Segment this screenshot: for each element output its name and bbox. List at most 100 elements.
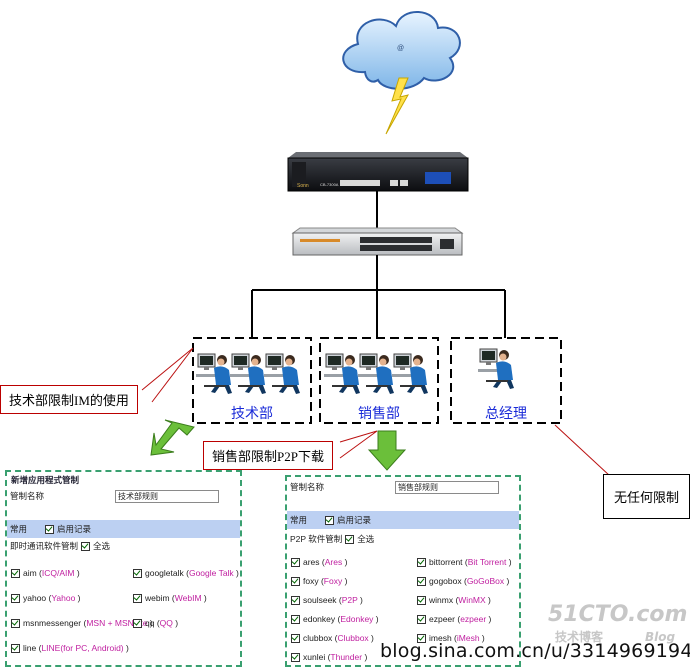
item-checkbox[interactable] (11, 594, 20, 604)
tech-policy-panel: 新增应用程式管制 管制名称 技术部规则 常用 启用记录 即时通讯软件管制 全选 … (5, 470, 242, 667)
item-checkbox[interactable] (291, 558, 300, 568)
checklist-item[interactable]: msnmessenger (MSN + MSNLite ) (11, 618, 153, 629)
item-checkbox[interactable] (417, 558, 426, 568)
sales-person-icon (392, 353, 428, 394)
item-name: ezpeer ( (429, 614, 461, 624)
tech-person-icon (230, 353, 266, 394)
tech-callout-pointer (141, 347, 194, 403)
item-name: qq ( (145, 618, 160, 628)
checklist-item[interactable]: edonkey (Edonkey ) (291, 614, 379, 625)
sales-person-icon (324, 353, 360, 394)
enable-log-label: 启用记录 (57, 524, 92, 534)
tech-callout: 技术部限制IM的使用 (0, 385, 138, 414)
select-all-label: 全选 (93, 541, 111, 551)
item-name: gogobox ( (429, 576, 467, 586)
category-label: P2P 软件管制 (290, 534, 343, 544)
item-checkbox[interactable] (291, 653, 300, 663)
select-all-checkbox[interactable] (345, 534, 355, 544)
svg-text:Sonn: Sonn (297, 183, 309, 189)
item-alias: Thunder (330, 652, 363, 662)
checklist-item[interactable]: imesh (iMesh ) (417, 633, 485, 644)
item-alias: Edonkey (340, 614, 374, 624)
name-label: 管制名称 (290, 482, 325, 492)
rule-name-input[interactable]: 销售部规则 (395, 481, 499, 494)
source-url: blog.sina.com.cn/u/3314969194 (380, 640, 690, 662)
checklist-item[interactable]: winmx (WinMX ) (417, 595, 491, 606)
checklist-item[interactable]: clubbox (Clubbox ) (291, 633, 374, 644)
sales-group-box (319, 337, 439, 424)
sales-arrow-icon (367, 430, 407, 471)
item-name: ares ( (303, 557, 325, 567)
watermark-blog: Blog (645, 630, 676, 644)
enable-log-label: 启用记录 (337, 515, 372, 525)
tab-common[interactable]: 常用 (290, 515, 308, 525)
item-alias: Ares (324, 557, 343, 567)
checklist-item[interactable]: bittorrent (Bit Torrent ) (417, 557, 512, 568)
item-name: webim ( (145, 593, 175, 603)
checklist-item[interactable]: qq (QQ ) (133, 618, 178, 629)
item-name: bittorrent ( (429, 557, 468, 567)
checklist-item[interactable]: aim (ICQ/AIM ) (11, 568, 80, 579)
gm-person-icon (478, 348, 514, 389)
checklist-item[interactable]: gogobox (GoGoBox ) (417, 576, 509, 587)
item-alias: Bit Torrent (467, 557, 507, 567)
tech-person-icon (264, 353, 300, 394)
tab-common[interactable]: 常用 (10, 524, 28, 534)
distribution-lines (251, 255, 506, 338)
item-alias: Google Talk (188, 568, 234, 578)
checklist-item[interactable]: foxy (Foxy ) (291, 576, 347, 587)
panel-title: 新增应用程式管制 (11, 475, 80, 485)
item-alias: iMesh (456, 633, 480, 643)
item-alias: Clubbox (337, 633, 369, 643)
item-alias: ezpeer (460, 614, 487, 624)
item-alias: WebIM (174, 593, 202, 603)
item-checkbox[interactable] (11, 644, 20, 654)
gm-callout: 无任何限制 (603, 474, 690, 519)
category-label: 即时通讯软件管制 (10, 541, 79, 551)
checklist-item[interactable]: xunlei (Thunder ) (291, 652, 367, 663)
item-checkbox[interactable] (417, 577, 426, 587)
checklist-item[interactable]: webim (WebIM ) (133, 593, 207, 604)
checklist-item[interactable]: ezpeer (ezpeer ) (417, 614, 491, 625)
item-alias: Yahoo (51, 593, 76, 603)
item-name: xunlei ( (303, 652, 331, 662)
item-checkbox[interactable] (291, 596, 300, 606)
item-checkbox[interactable] (11, 569, 20, 579)
checklist-item[interactable]: line (LINE(for PC, Android) ) (11, 643, 129, 654)
sales-callout-pointer (339, 430, 378, 459)
item-checkbox[interactable] (291, 634, 300, 644)
item-checkbox[interactable] (417, 615, 426, 625)
checklist-item[interactable]: yahoo (Yahoo ) (11, 593, 81, 604)
watermark-logo: 51CTO.com (548, 602, 688, 627)
item-alias: QQ (159, 618, 173, 628)
checklist-item[interactable]: soulseek (P2P ) (291, 595, 363, 606)
checklist-item[interactable]: ares (Ares ) (291, 557, 347, 568)
enable-log-checkbox[interactable] (45, 525, 55, 535)
item-name: foxy ( (303, 576, 324, 586)
sales-callout: 销售部限制P2P下载 (203, 441, 333, 470)
item-checkbox[interactable] (133, 594, 142, 604)
select-all-checkbox[interactable] (81, 541, 91, 551)
item-checkbox[interactable] (291, 615, 300, 625)
item-checkbox[interactable] (417, 634, 426, 644)
item-checkbox[interactable] (291, 577, 300, 587)
item-alias: MSN + MSNLite (86, 618, 148, 628)
item-checkbox[interactable] (11, 619, 20, 629)
item-name: googletalk ( (145, 568, 189, 578)
item-name: imesh ( (429, 633, 457, 643)
sales-person-icon (358, 353, 394, 394)
item-checkbox[interactable] (417, 596, 426, 606)
watermark-sub: 技术博客 (555, 630, 604, 644)
item-name: msnmessenger ( (23, 618, 87, 628)
name-label: 管制名称 (10, 491, 45, 501)
internet-cloud-icon: @ (342, 11, 461, 90)
item-alias: Foxy (323, 576, 343, 586)
item-alias: P2P (341, 595, 358, 605)
rule-name-input[interactable]: 技术部规则 (115, 490, 219, 503)
item-checkbox[interactable] (133, 619, 142, 629)
checklist-item[interactable]: googletalk (Google Talk ) (133, 568, 239, 579)
group-label-gm: 总经理 (485, 405, 527, 421)
enable-log-checkbox[interactable] (325, 516, 335, 526)
item-checkbox[interactable] (133, 569, 142, 579)
